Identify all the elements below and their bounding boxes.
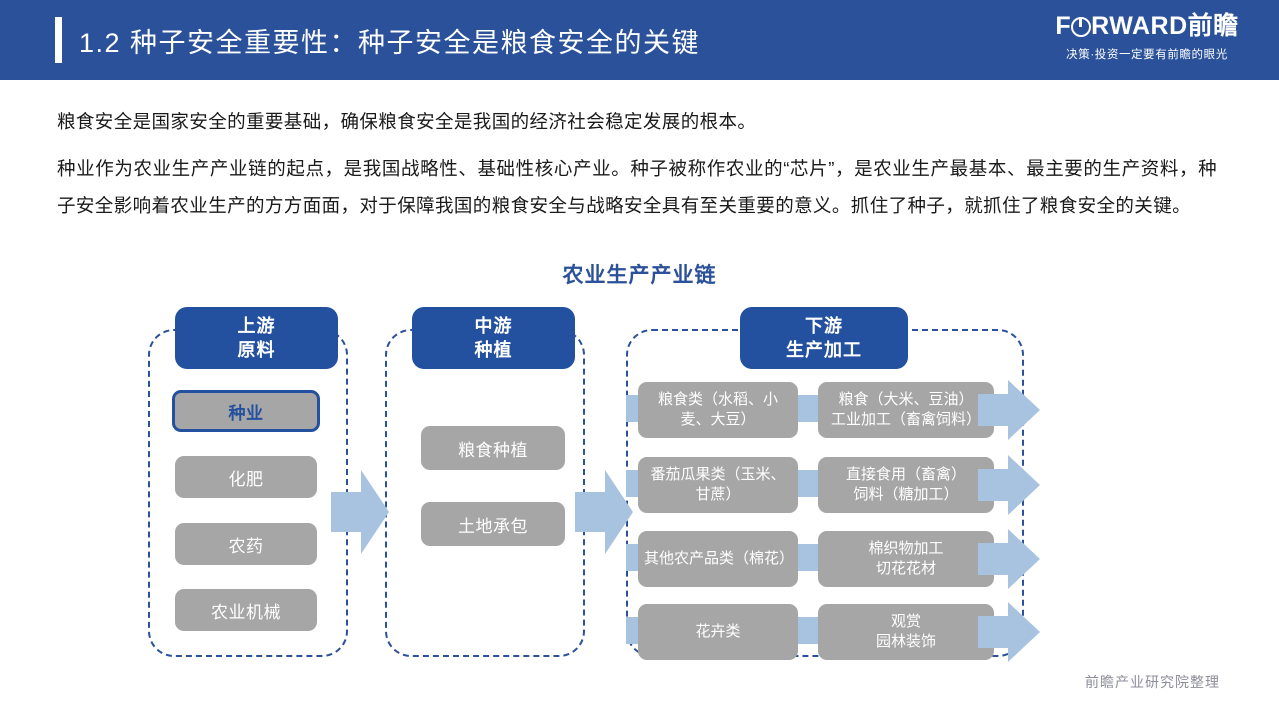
row-arrow-icon (978, 455, 1040, 515)
logo-tagline: 决策·投资一定要有前瞻的眼光 (1066, 49, 1228, 61)
upstream-header-line2: 原料 (237, 340, 276, 360)
upstream-item-fertilizer[interactable]: 化肥 (175, 456, 317, 498)
source-footnote: 前瞻产业研究院整理 (1085, 674, 1220, 690)
downstream-output-2[interactable]: 棉织物加工切花花材 (818, 531, 994, 587)
midstream-item-land-contracting[interactable]: 土地承包 (421, 502, 565, 546)
downstream-row: 花卉类 观赏园林装饰 (626, 602, 1040, 662)
downstream-row: 粮食类（水稻、小麦、大豆） 粮食（大米、豆油）工业加工（畜禽饲料） (626, 380, 1040, 440)
body-paragraph-2: 种业作为农业生产产业链的起点，是我国战略性、基础性核心产业。种子被称作农业的“芯… (57, 158, 1217, 216)
downstream-input-2[interactable]: 其他农产品类（棉花） (638, 531, 798, 587)
page-header: 1.2 种子安全重要性：种子安全是粮食安全的关键 F RWARD前瞻 决策·投资一… (0, 0, 1279, 80)
row-arrow-icon (978, 529, 1040, 589)
upstream-item-pesticide[interactable]: 农药 (175, 523, 317, 565)
upstream-header[interactable]: 上游 原料 (175, 307, 338, 369)
downstream-header[interactable]: 下游 生产加工 (740, 307, 908, 369)
page-title: 1.2 种子安全重要性：种子安全是粮食安全的关键 (79, 27, 701, 58)
downstream-header-line2: 生产加工 (786, 340, 862, 360)
midstream-item-grain-planting[interactable]: 粮食种植 (421, 426, 565, 470)
downstream-input-0[interactable]: 粮食类（水稻、小麦、大豆） (638, 382, 798, 438)
industry-chain-diagram: 上游 原料 中游 种植 下游 生产加工 种业 化肥 农药 农业机械 粮食种植 土… (0, 290, 1279, 670)
downstream-input-3[interactable]: 花卉类 (638, 604, 798, 660)
logo-ring-icon (1071, 17, 1092, 37)
row-arrow-icon (978, 380, 1040, 440)
row-arrow-icon (978, 602, 1040, 662)
downstream-output-1[interactable]: 直接食用（畜禽）饲料（糖加工） (818, 457, 994, 513)
upstream-item-machinery[interactable]: 农业机械 (175, 589, 317, 631)
upstream-header-line1: 上游 (237, 316, 276, 336)
downstream-output-3[interactable]: 观赏园林装饰 (818, 604, 994, 660)
midstream-header[interactable]: 中游 种植 (412, 307, 575, 369)
downstream-row: 其他农产品类（棉花） 棉织物加工切花花材 (626, 529, 1040, 589)
title-accent-tick (55, 17, 62, 63)
downstream-input-1[interactable]: 番茄瓜果类（玉米、甘蔗） (638, 457, 798, 513)
midstream-container (385, 329, 585, 657)
logo-suffix-text: RWARD前瞻 (1091, 12, 1239, 40)
body-paragraph-1: 粮食安全是国家安全的重要基础，确保粮食安全是我国的经济社会稳定发展的根本。 (57, 111, 757, 132)
midstream-header-line2: 种植 (474, 340, 513, 360)
diagram-title: 农业生产产业链 (562, 264, 717, 287)
downstream-row: 番茄瓜果类（玉米、甘蔗） 直接食用（畜禽）饲料（糖加工） (626, 455, 1040, 515)
arrow-upstream-to-midstream-icon (331, 470, 389, 554)
arrow-midstream-to-downstream-icon (575, 470, 633, 554)
brand-logo: F RWARD前瞻 决策·投资一定要有前瞻的眼光 (1033, 14, 1261, 62)
downstream-header-line1: 下游 (805, 316, 843, 336)
upstream-item-seed-industry[interactable]: 种业 (172, 390, 320, 432)
logo-wordmark: F RWARD前瞻 (1033, 14, 1261, 39)
logo-prefix-text: F (1055, 12, 1072, 40)
midstream-header-line1: 中游 (474, 316, 513, 336)
downstream-output-0[interactable]: 粮食（大米、豆油）工业加工（畜禽饲料） (818, 382, 994, 438)
